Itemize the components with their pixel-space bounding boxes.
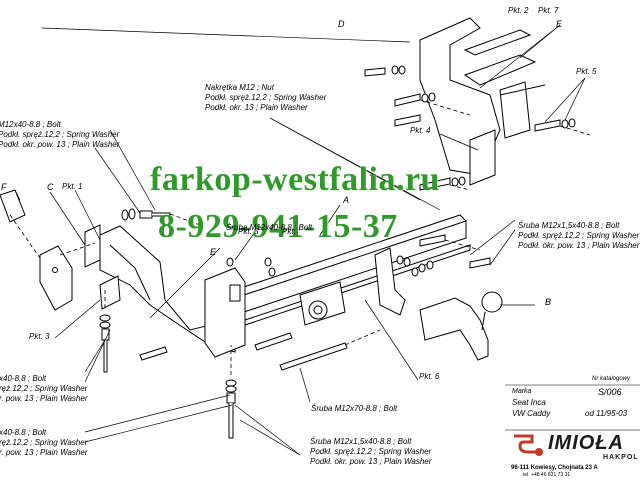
tow-ball-b [419,291,503,361]
centre-bracket [204,267,246,358]
label-pkt5-top: Pkt. 5 [576,67,597,76]
label-b: B [545,297,552,307]
callout-right-line-3: Podkł. okr. pow. 13 ; Plain Washer [518,241,640,250]
callout-nut-line-1: Nakrętka M12 ; Nut [205,83,274,92]
label-f: F [1,182,7,192]
company-sub: HAKPOL [603,454,639,461]
info-lines [505,384,640,431]
company-address: 96-111 Kowiesy, Chojnata 23 A [511,465,598,471]
callout-left-mid: x40-8.8 ; Bolt ręż.12,2 ; Spring Washer … [0,374,88,404]
label-pkt2: Pkt. 2 [508,6,529,15]
callout-right: Śruba M12x1,5x40-8.8 ; Bolt Podkł. spręż… [518,221,639,251]
callout-left-mid-line-3: r. pow. 13 ; Plain Washer [0,394,88,403]
callout-bottom: Śruba M12x1,5x40-8.8 ; Bolt Podkł. spręż… [310,437,431,467]
washers [99,65,576,393]
company-phone: tel. +48 46 831 73 31 [523,472,571,478]
label-pkt7: Pkt. 7 [538,6,559,15]
label-pkt1: Pkt. 1 [62,182,83,191]
label-e-top: E [556,19,563,29]
label-a: A [343,195,350,205]
socket-plate [299,281,346,326]
watermark-phone: 8-929-941-15-37 [158,208,398,245]
label-pkt5-mid: Pkt. 5 [238,227,259,236]
callout-bottom-line-1: Śruba M12x1,5x40-8.8 ; Bolt [310,437,412,446]
callout-right-line-1: Śruba M12x1,5x40-8.8 ; Bolt [518,221,620,230]
callout-left-top-line-3: Podkł. okr. pow. 13 ; Plain Washer [0,140,120,149]
label-e-mid: E [210,247,217,257]
model-2: VW Caddy [512,409,551,418]
watermark-site: farkop-westfalia.ru [150,161,440,198]
callout-nut-line-3: Podkł. okr. 13 ; Plain Washer [205,103,308,112]
callout-bottom-line-3: Podkł. okr. pow. 13 ; Plain Washer [310,457,432,466]
bolts [101,67,561,439]
label-c: C [47,182,54,192]
callout-left-bot-line-3: r. pow. 13 ; Plain Washer [0,448,88,457]
callout-left-top: M12x40-8.8 ; Bolt Podkł. spręż.12,2 ; Sp… [0,120,119,150]
callout-left-top-line-2: Podkł. spręż.12,2 ; Spring Washer [0,130,120,139]
plate-c [39,245,73,311]
catalog-number: S/006 [598,387,622,397]
callout-left-top-line-1: M12x40-8.8 ; Bolt [0,120,61,129]
callout-left-bot: x40-8.8 ; Bolt ręż.12,2 ; Spring Washer … [0,428,88,458]
callout-nut: Nakrętka M12 ; Nut Podkł. spręż.12,2 ; S… [205,83,326,113]
model-1: Seat Inca [512,398,546,407]
assembly-lines [9,99,591,375]
callout-left-mid-line-2: ręż.12,2 ; Spring Washer [0,384,88,393]
label-d: D [338,19,345,29]
callout-bottom-line-2: Podkł. spręż.12,2 ; Spring Washer [310,447,432,456]
callout-sruba-m12x70: Śruba M12x70-8.8 ; Bolt [311,404,398,413]
leader-lines [14,24,586,456]
catalog-label: Nr katalogowy [592,376,631,382]
label-pkt-partial: Pkt. [282,227,296,236]
callout-sruba-top: Śruba M12x40-8.8 ; Bolt [226,223,313,232]
model-years: od 11/95-03 [585,409,628,418]
marka-label: Marka [512,388,532,395]
hakpol-hook-icon [514,434,543,456]
callout-left-bot-line-1: x40-8.8 ; Bolt [0,428,47,437]
callout-left-mid-line-1: x40-8.8 ; Bolt [0,374,47,383]
label-pkt4: Pkt. 4 [410,126,431,135]
callout-right-line-2: Podkł. spręż.12,2 ; Spring Washer [518,231,640,240]
label-pkt6: Pkt. 6 [419,372,440,381]
callout-nut-line-2: Podkł. spręż.12,2 ; Spring Washer [205,93,327,102]
label-pkt3: Pkt. 3 [29,332,50,341]
callout-left-bot-line-2: ręż.12,2 ; Spring Washer [0,438,88,447]
company-logo: IMIOŁA [548,432,624,454]
